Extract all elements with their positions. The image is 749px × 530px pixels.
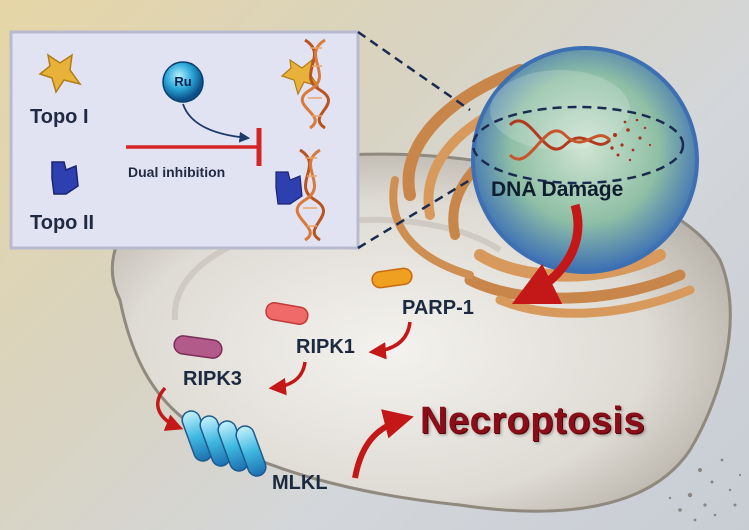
ru-label: Ru [174, 74, 192, 89]
parp1-label: PARP-1 [402, 297, 474, 319]
nucleus-highlight [490, 70, 630, 150]
ripk1-label: RIPK1 [296, 336, 355, 358]
ripk3-protein-icon [173, 335, 223, 359]
nucleus-cutaway-ring [471, 105, 685, 185]
topo2-enzyme-icon [51, 161, 79, 195]
zoom-line-lower [357, 178, 471, 250]
topo1-enzyme-icon [38, 53, 82, 94]
arrow-damage-to-parp1 [511, 203, 583, 305]
nucleus [471, 46, 699, 274]
mlkl-label: MLKL [272, 472, 328, 494]
mlkl-oligomer-icon [181, 410, 267, 477]
dna-damage-label: DNA Damage [491, 178, 624, 201]
arrow-ripk1-to-ripk3 [268, 361, 307, 396]
zoom-line-upper [357, 30, 471, 112]
arrow-parp1-to-ripk1 [368, 321, 412, 360]
cell-debris [668, 458, 742, 522]
arrow-ripk3-to-mlkl [156, 386, 184, 431]
ru-complex-icon [162, 61, 204, 103]
necroptosis-label: Necroptosis [420, 400, 646, 442]
parp1-protein-icon [371, 267, 413, 289]
topo1-label: Topo I [30, 106, 89, 128]
arrow-mlkl-to-necroptosis [352, 409, 414, 479]
topo2-dna-complex-icon [275, 148, 325, 242]
damaged-dna-icon [508, 118, 652, 162]
ripk3-label: RIPK3 [183, 368, 242, 390]
ripk1-protein-icon [265, 301, 309, 325]
ru-binding-arrow [182, 103, 251, 143]
dual-inhibition-label: Dual inhibition [128, 164, 226, 180]
topo1-dna-complex-icon [280, 38, 330, 130]
topo2-label: Topo II [30, 212, 95, 234]
